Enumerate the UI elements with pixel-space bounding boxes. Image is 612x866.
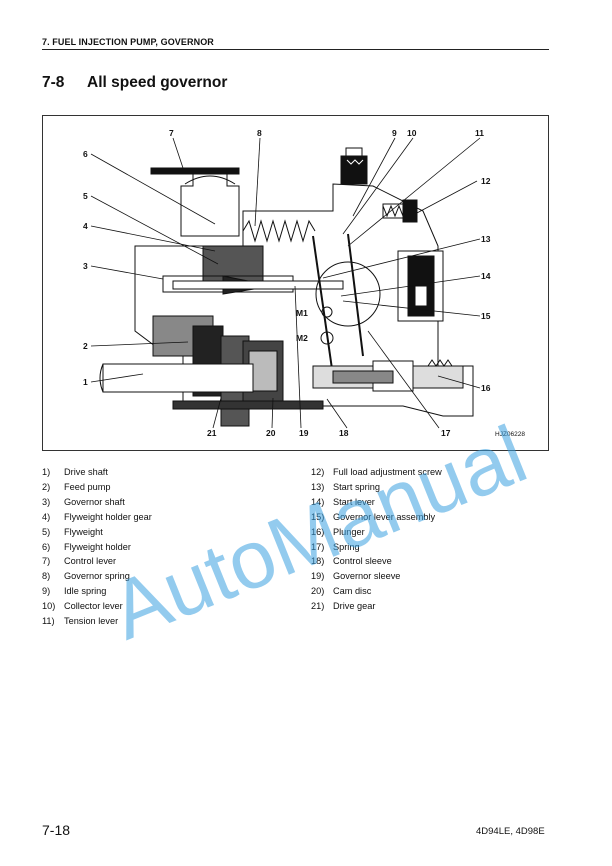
legend-number: 17) [311,541,325,552]
section-title-text: All speed governor [87,74,228,91]
legend-number: 7) [42,556,51,567]
legend-number: 9) [42,586,51,597]
callout-8: 8 [257,128,262,138]
legend-number: 3) [42,496,51,507]
callout-18: 18 [339,428,349,438]
legend-label: Drive shaft [64,467,108,477]
mark-m1: M1 [296,308,308,318]
legend-item: 4) Flyweight holder gear [42,510,302,525]
legend-number: 20) [311,586,325,597]
legend-number: 6) [42,541,51,552]
callout-7: 7 [169,128,174,138]
legend-number: 1) [42,467,51,477]
legend-number: 11) [42,616,55,627]
legend-item: 17) Spring [311,540,551,555]
legend-label: Feed pump [64,481,111,492]
legend-label: Start spring [333,481,380,492]
legend-item: 13) Start spring [311,480,551,495]
callout-19: 19 [299,428,309,438]
model-label: 4D94LE, 4D98E [476,826,545,837]
legend-item: 21) Drive gear [311,599,551,614]
callout-13: 13 [481,234,491,244]
legend-label: Cam disc [333,586,372,597]
section-title: 7-8 All speed governor [42,74,227,92]
legend-item: 5) Flyweight [42,525,302,540]
legend-item: 19) Governor sleeve [311,569,551,584]
callout-5: 5 [83,191,88,201]
legend-label: Governor lever assembly [333,511,436,522]
callout-15: 15 [481,311,491,321]
figure-code: HJZ06228 [495,431,525,438]
legend-item: 12) Full load adjustment screw [311,465,551,480]
legend-number: 8) [42,571,51,582]
legend-number: 14) [311,496,325,507]
legend-label: Governor shaft [64,496,125,507]
legend-item: 18) Control sleeve [311,554,551,569]
legend-item: 1) Drive shaft [42,465,302,480]
legend-label: Collector lever [64,601,123,612]
legend-number: 12) [311,467,325,477]
legend-label: Start lever [333,496,375,507]
callout-1: 1 [83,377,88,387]
legend-item: 2) Feed pump [42,480,302,495]
legend-label: Governor spring [64,571,130,582]
legend-label: Idle spring [64,586,107,597]
legend-label: Spring [333,541,360,552]
legend-item: 8) Governor spring [42,569,302,584]
legend-item: 15) Governor lever assembly [311,510,551,525]
callout-16: 16 [481,383,491,393]
legend-right-column: 12) Full load adjustment screw 13) Start s… [311,465,551,614]
callout-9: 9 [392,128,397,138]
callout-6: 6 [83,149,88,159]
legend-number: 13) [311,481,325,492]
callout-21: 21 [207,428,217,438]
governor-cross-section-figure: 7 8 9 10 11 12 13 14 15 16 17 18 19 20 2… [42,115,549,451]
callout-12: 12 [481,176,491,186]
legend-label: Control sleeve [333,556,392,567]
callout-11: 11 [475,128,484,138]
legend-number: 10) [42,601,56,612]
legend-label: Drive gear [333,601,376,612]
callout-17: 17 [441,428,451,438]
running-header: 7. FUEL INJECTION PUMP, GOVERNOR [42,37,214,47]
callout-14: 14 [481,271,491,281]
legend-label: Flyweight [64,526,103,537]
legend-item: 7) Control lever [42,554,302,569]
legend-label: Governor sleeve [333,571,401,582]
callout-2: 2 [83,341,88,351]
legend-label: Plunger [333,526,365,537]
legend-number: 16) [311,526,325,537]
legend-number: 2) [42,481,51,492]
legend-label: Flyweight holder gear [64,511,152,522]
callout-10: 10 [407,128,417,138]
legend-item: 20) Cam disc [311,584,551,599]
legend-label: Flyweight holder [64,541,131,552]
callout-4: 4 [83,221,88,231]
callout-3: 3 [83,261,88,271]
legend-item: 11) Tension lever [42,614,302,629]
legend-label: Tension lever [64,616,119,627]
legend-item: 10) Collector lever [42,599,302,614]
legend-number: 18) [311,556,325,567]
legend-number: 21) [311,601,325,612]
callout-20: 20 [266,428,276,438]
legend-left-column: 1) Drive shaft 2) Feed pump 3) Governor sha… [42,465,302,629]
governor-drawing: 7 8 9 10 11 12 13 14 15 16 17 18 19 20 2… [83,128,525,438]
legend-item: 6) Flyweight holder [42,540,302,555]
section-number: 7-8 [42,74,65,91]
legend-number: 15) [311,511,325,522]
legend-number: 5) [42,526,51,537]
page-number: 7-18 [42,822,71,838]
legend-number: 4) [42,511,51,522]
legend-item: 16) Plunger [311,525,551,540]
header-rule [42,49,549,50]
legend-item: 9) Idle spring [42,584,302,599]
legend-number: 19) [311,571,325,582]
legend-item: 14) Start lever [311,495,551,510]
mark-m2: M2 [296,333,308,343]
legend-item: 3) Governor shaft [42,495,302,510]
legend-label: Full load adjustment screw [333,467,442,477]
legend-label: Control lever [64,556,117,567]
